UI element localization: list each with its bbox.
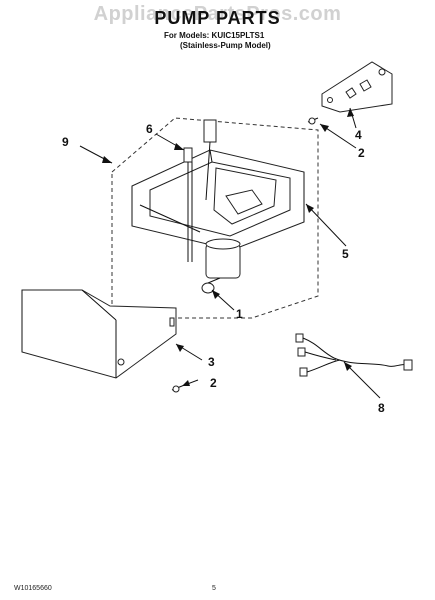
watermark: AppliancePartsPros.com	[93, 3, 342, 25]
variant-subtitle: (Stainless-Pump Model)	[180, 41, 271, 50]
screw-part-2-top	[307, 117, 319, 125]
callout-1: 1	[236, 307, 243, 321]
bracket-part-4	[321, 61, 393, 113]
pump-part-1	[201, 238, 241, 294]
callout-leaders	[79, 107, 381, 399]
float-switch-part-6	[183, 119, 217, 262]
callout-2-top: 2	[358, 146, 365, 160]
callout-6: 6	[146, 122, 153, 136]
callout-8: 8	[378, 401, 385, 415]
callout-2-bottom: 2	[210, 376, 217, 390]
page-number: 5	[212, 585, 216, 592]
callout-9: 9	[62, 135, 69, 149]
cover-panel-part-3	[21, 289, 177, 379]
callout-3: 3	[208, 355, 215, 369]
screw-part-2-bottom	[171, 385, 183, 393]
callout-5: 5	[342, 247, 349, 261]
document-number: W10165660	[14, 585, 52, 592]
wire-harness-part-8	[295, 333, 413, 377]
page-title: PUMP PARTS	[154, 8, 281, 28]
housing-part-5	[131, 149, 305, 251]
models-subtitle: For Models: KUIC15PLTS1	[164, 31, 265, 40]
callout-4: 4	[355, 128, 362, 142]
